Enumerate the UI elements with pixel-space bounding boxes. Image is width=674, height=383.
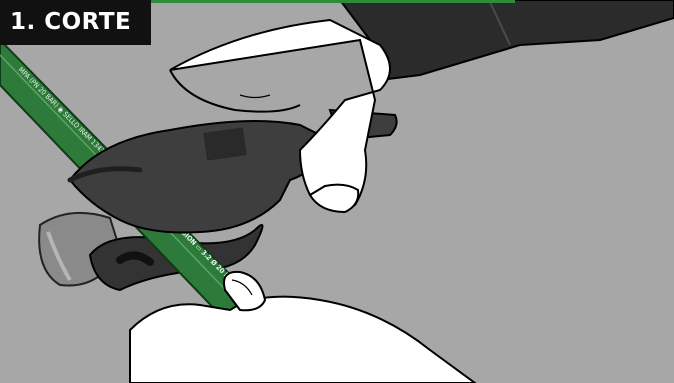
lower-hand bbox=[130, 272, 475, 383]
step-title: 1. CORTE bbox=[0, 0, 151, 45]
